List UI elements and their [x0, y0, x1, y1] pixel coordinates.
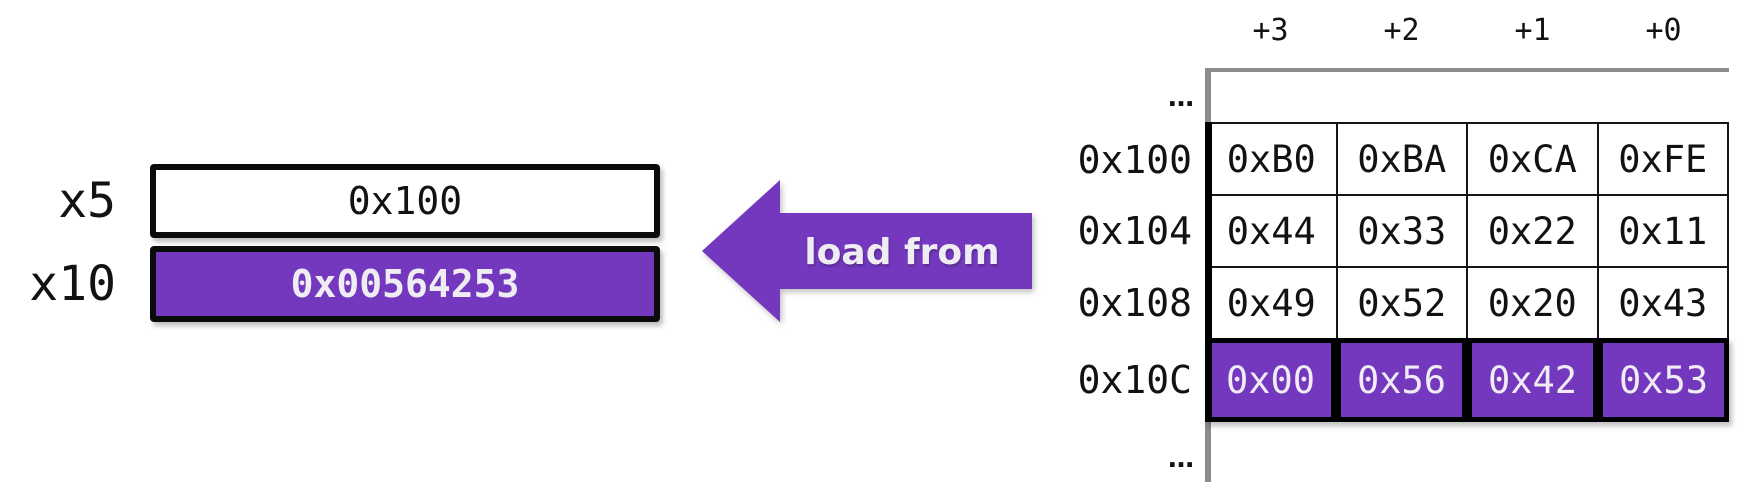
memory-extent-line-upper — [1205, 68, 1211, 124]
memory-cell-highlighted: 0x56 — [1336, 338, 1467, 422]
load-arrow-label: load from — [804, 231, 1000, 273]
memory-cell-highlighted: 0x00 — [1205, 338, 1336, 422]
byte-offset-header: +1 — [1514, 12, 1551, 48]
memory-ellipsis-top: … — [1168, 83, 1194, 113]
memory-cell: 0x44 — [1226, 209, 1316, 253]
memory-cell: 0xFE — [1596, 124, 1728, 194]
memory-cell: 0xB0 — [1226, 137, 1316, 181]
address-label: 0x10C — [1077, 358, 1192, 402]
memory-cell-highlighted: 0x53 — [1598, 338, 1729, 422]
address-label: 0x104 — [1077, 209, 1192, 253]
memory-extent-line-lower — [1205, 420, 1211, 482]
byte-offset-header: +0 — [1645, 12, 1682, 48]
memory-cell-highlighted: 0x42 — [1467, 338, 1598, 422]
memory-cell: 0xBA — [1335, 124, 1467, 194]
memory-extent-line-top — [1205, 68, 1729, 72]
memory-row-highlighted: 0x00 0x56 0x42 0x53 — [1205, 338, 1729, 422]
memory-cell: 0xCA — [1466, 124, 1597, 194]
memory-cell: 0x49 — [1226, 281, 1316, 325]
memory-cell: 0x52 — [1335, 268, 1467, 338]
memory-row: 0xB0 0xBA 0xCA 0xFE — [1205, 122, 1729, 196]
register-box-x10: 0x00564253 — [150, 246, 660, 322]
register-value-x5: 0x100 — [347, 179, 463, 223]
memory-cell: 0x33 — [1335, 196, 1467, 266]
memory-table-left-edge — [1205, 122, 1212, 422]
memory-row: 0x44 0x33 0x22 0x11 — [1205, 194, 1729, 268]
memory-row: 0x49 0x52 0x20 0x43 — [1205, 266, 1729, 340]
memory-cell: 0x43 — [1596, 268, 1728, 338]
memory-cell: 0x22 — [1466, 196, 1597, 266]
address-label: 0x100 — [1077, 138, 1192, 182]
memory-ellipsis-bottom: … — [1168, 444, 1194, 474]
address-label: 0x108 — [1077, 281, 1192, 325]
register-name-x10: x10 — [29, 256, 116, 312]
byte-offset-header: +2 — [1383, 12, 1420, 48]
byte-offset-header-row: +3 +2 +1 +0 — [1205, 8, 1729, 52]
byte-offset-header: +3 — [1252, 12, 1289, 48]
register-value-x10: 0x00564253 — [290, 262, 520, 306]
load-arrow-icon — [702, 180, 1032, 322]
register-box-x5: 0x100 — [150, 164, 660, 238]
register-name-x5: x5 — [58, 173, 116, 229]
memory-cell: 0x20 — [1466, 268, 1597, 338]
memory-cell: 0x11 — [1596, 196, 1728, 266]
